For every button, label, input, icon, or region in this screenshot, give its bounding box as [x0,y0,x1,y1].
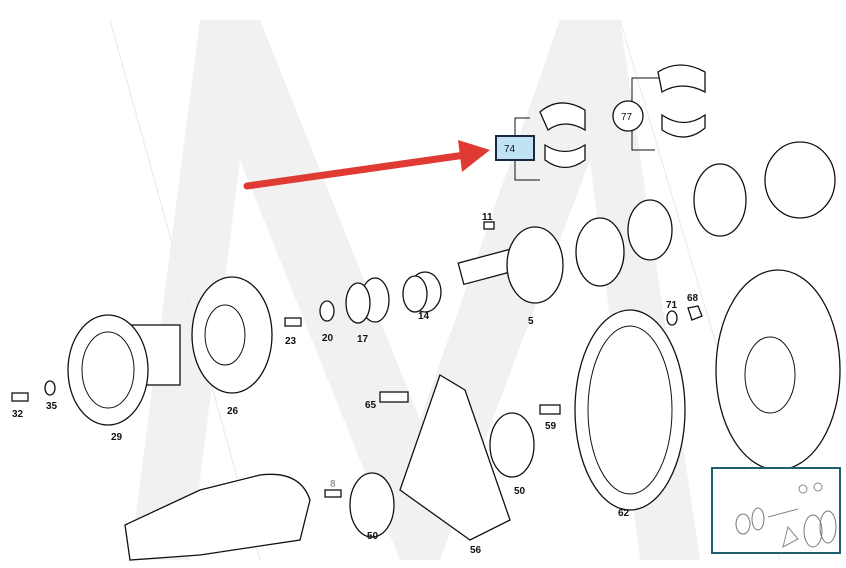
washer-20[interactable] [319,300,335,322]
label-68[interactable]: 68 [687,293,699,304]
label-23[interactable]: 23 [285,336,297,347]
label-74[interactable]: 74 [504,144,516,155]
label-56[interactable]: 56 [470,545,482,556]
nut-68[interactable] [687,305,703,321]
label-8[interactable]: 8 [330,479,336,490]
ring-50-lower[interactable] [349,472,395,538]
bearing-shells-77[interactable] [612,64,706,151]
label-11[interactable]: 11 [482,212,493,223]
overview-thumbnail[interactable] [711,467,841,554]
crankshaft-5[interactable] [457,141,836,304]
label-32[interactable]: 32 [12,409,24,420]
pointer-arrow [243,140,490,190]
flexplate-56[interactable] [399,374,511,541]
label-17[interactable]: 17 [357,334,369,345]
pin-8[interactable] [324,489,342,498]
washer-35[interactable] [44,380,56,396]
thumbnail-diagram [735,482,837,548]
label-50[interactable]: 50 [514,486,526,497]
bolt-65[interactable] [379,391,409,403]
washer-71[interactable] [666,310,678,326]
label-20[interactable]: 20 [322,333,334,344]
damper-26[interactable] [191,276,273,394]
bolt-32[interactable] [11,392,29,402]
label-26[interactable]: 26 [227,406,239,417]
flywheel[interactable] [715,269,841,471]
bolt-59[interactable] [539,404,561,415]
label-35[interactable]: 35 [46,401,58,412]
bolt-23[interactable] [284,317,302,327]
label-29[interactable]: 29 [111,432,123,443]
bearing-shells-74[interactable] [514,102,586,181]
ring-gear-62[interactable] [574,309,686,511]
hub-17[interactable] [345,277,390,324]
label-77[interactable]: 77 [621,112,633,123]
label-65[interactable]: 65 [365,400,377,411]
label-50-lower[interactable]: 50 [367,531,379,542]
label-5[interactable]: 5 [528,316,534,327]
key-11[interactable] [483,221,495,230]
ring-50[interactable] [489,412,535,478]
gear-14[interactable] [402,271,442,313]
label-71[interactable]: 71 [666,300,678,311]
label-14[interactable]: 14 [418,311,430,322]
label-59[interactable]: 59 [545,421,557,432]
label-62[interactable]: 62 [618,508,630,519]
pulley-29[interactable] [67,314,181,426]
highlight-box-74[interactable] [495,135,535,161]
crankshaft-lower [124,473,311,561]
